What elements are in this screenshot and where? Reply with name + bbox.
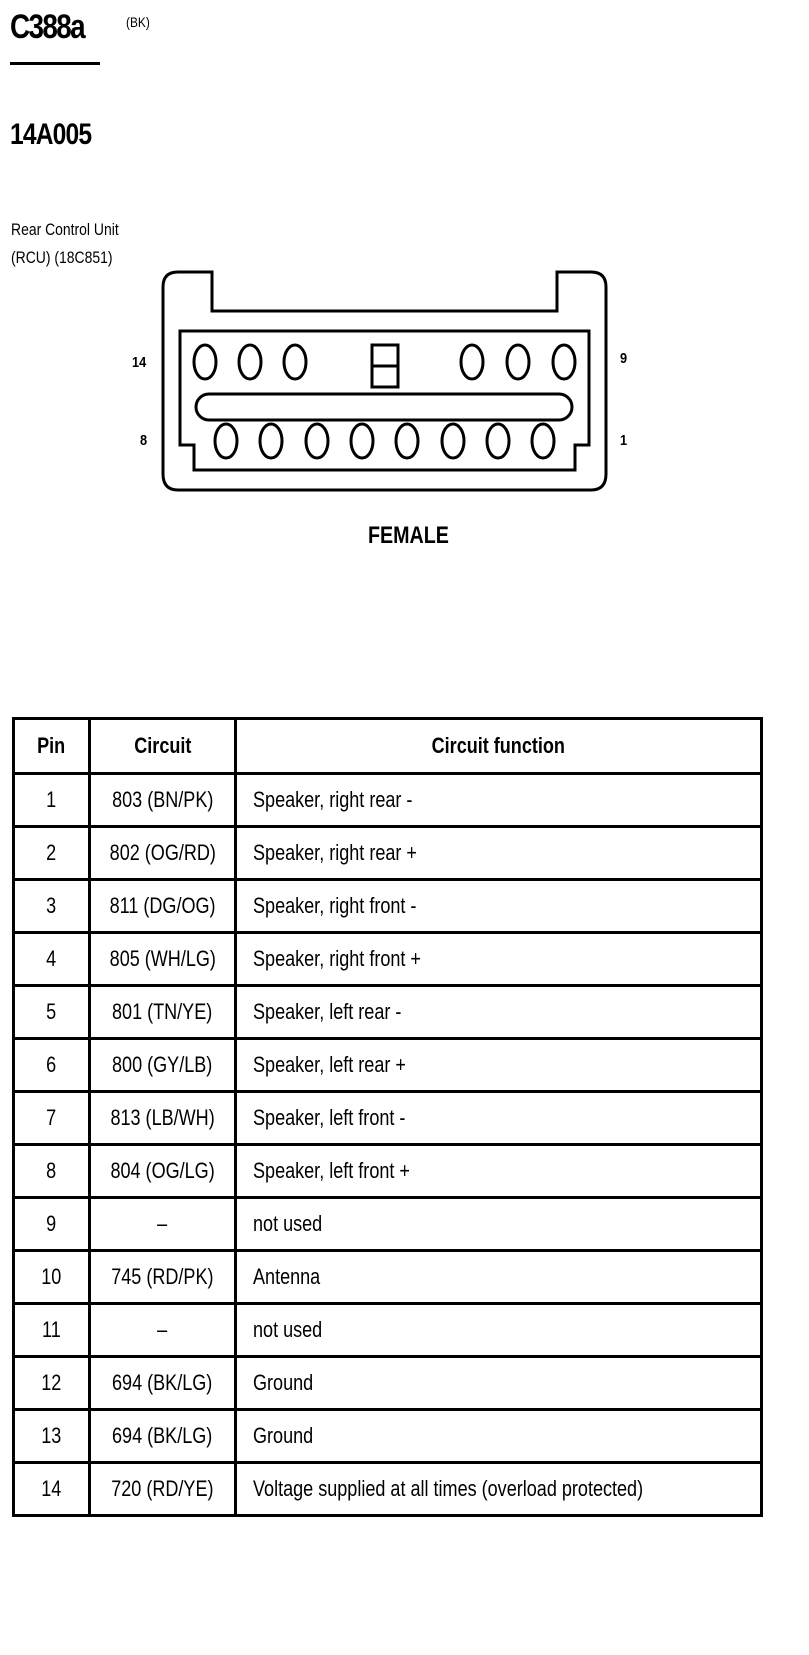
connector-housing [161, 270, 608, 492]
circuit-cell: 802 (OG/RD) [88, 825, 237, 881]
circuit-cell: 804 (OG/LG) [88, 1143, 237, 1199]
function-cell: Ground [234, 1355, 763, 1411]
table-row: 11–not used [12, 1302, 763, 1358]
pin-cell: 14 [12, 1461, 91, 1517]
pin-cell: 6 [12, 1037, 91, 1093]
pin-cell: 12 [12, 1355, 91, 1411]
center-rib [194, 392, 574, 422]
pin-cavity [282, 343, 308, 381]
connector-color: (BK) [126, 14, 150, 30]
header-pin: Pin [12, 717, 91, 775]
component-name-line2: (RCU) (18C851) [11, 248, 113, 267]
pin-cell: 5 [12, 984, 91, 1040]
pin-cavity [394, 422, 420, 460]
function-cell: Speaker, right rear + [234, 825, 763, 881]
pin-label-top-right: 9 [620, 350, 628, 367]
pin-cavity [551, 343, 577, 381]
function-cell: Speaker, left front + [234, 1143, 763, 1199]
connector-face-diagram [161, 270, 608, 492]
function-cell: Speaker, right front + [234, 931, 763, 987]
part-number: 14A005 [10, 118, 92, 151]
pin-cavity [213, 422, 239, 460]
header-circuit: Circuit [88, 717, 237, 775]
pin-cell: 1 [12, 772, 91, 828]
pin-label-bottom-right: 1 [620, 432, 628, 449]
title-underline [10, 62, 100, 65]
function-cell: not used [234, 1196, 763, 1252]
pin-cavity [459, 343, 485, 381]
function-cell: Ground [234, 1408, 763, 1464]
function-cell: Speaker, left rear - [234, 984, 763, 1040]
pin-cavity [192, 343, 218, 381]
circuit-cell: 745 (RD/PK) [88, 1249, 237, 1305]
function-cell: Speaker, right rear - [234, 772, 763, 828]
function-cell: not used [234, 1302, 763, 1358]
pin-cell: 7 [12, 1090, 91, 1146]
pin-cell: 11 [12, 1302, 91, 1358]
circuit-cell: 694 (BK/LG) [88, 1355, 237, 1411]
pin-cavity [304, 422, 330, 460]
connector-cavity [178, 329, 591, 472]
pin-cavity [258, 422, 284, 460]
function-cell: Speaker, right front - [234, 878, 763, 934]
header-function: Circuit function [234, 717, 763, 775]
pin-cell: 4 [12, 931, 91, 987]
function-cell: Speaker, left rear + [234, 1037, 763, 1093]
pin-cavity [505, 343, 531, 381]
pin-cavity [530, 422, 556, 460]
view-label: FEMALE [368, 522, 449, 549]
circuit-cell: 803 (BN/PK) [88, 772, 237, 828]
circuit-cell: 813 (LB/WH) [88, 1090, 237, 1146]
pin-label-bottom-left: 8 [140, 432, 148, 449]
pin-cavity [349, 422, 375, 460]
pin-cell: 13 [12, 1408, 91, 1464]
pin-cell: 9 [12, 1196, 91, 1252]
circuit-cell: 811 (DG/OG) [88, 878, 237, 934]
pin-cavity [485, 422, 511, 460]
table-row: 9–not used [12, 1196, 763, 1252]
pin-cavity [237, 343, 263, 381]
function-cell: Antenna [234, 1249, 763, 1305]
function-cell: Voltage supplied at all times (overload … [234, 1461, 763, 1517]
circuit-cell: 805 (WH/LG) [88, 931, 237, 987]
circuit-cell: 801 (TN/YE) [88, 984, 237, 1040]
circuit-cell: – [88, 1302, 237, 1358]
pin-cell: 3 [12, 878, 91, 934]
function-cell: Speaker, left front - [234, 1090, 763, 1146]
circuit-cell: 800 (GY/LB) [88, 1037, 237, 1093]
component-name: Rear Control Unit (RCU) (18C851) [11, 216, 119, 272]
circuit-cell: 694 (BK/LG) [88, 1408, 237, 1464]
pin-cavity [440, 422, 466, 460]
pin-cell: 2 [12, 825, 91, 881]
pin-label-top-left: 14 [132, 354, 147, 371]
pin-cell: 8 [12, 1143, 91, 1199]
pin-cell: 10 [12, 1249, 91, 1305]
connector-id: C388a [10, 8, 86, 46]
circuit-cell: 720 (RD/YE) [88, 1461, 237, 1517]
table-header-row: Pin Circuit Circuit function [12, 717, 763, 775]
component-name-line1: Rear Control Unit [11, 220, 119, 239]
circuit-cell: – [88, 1196, 237, 1252]
